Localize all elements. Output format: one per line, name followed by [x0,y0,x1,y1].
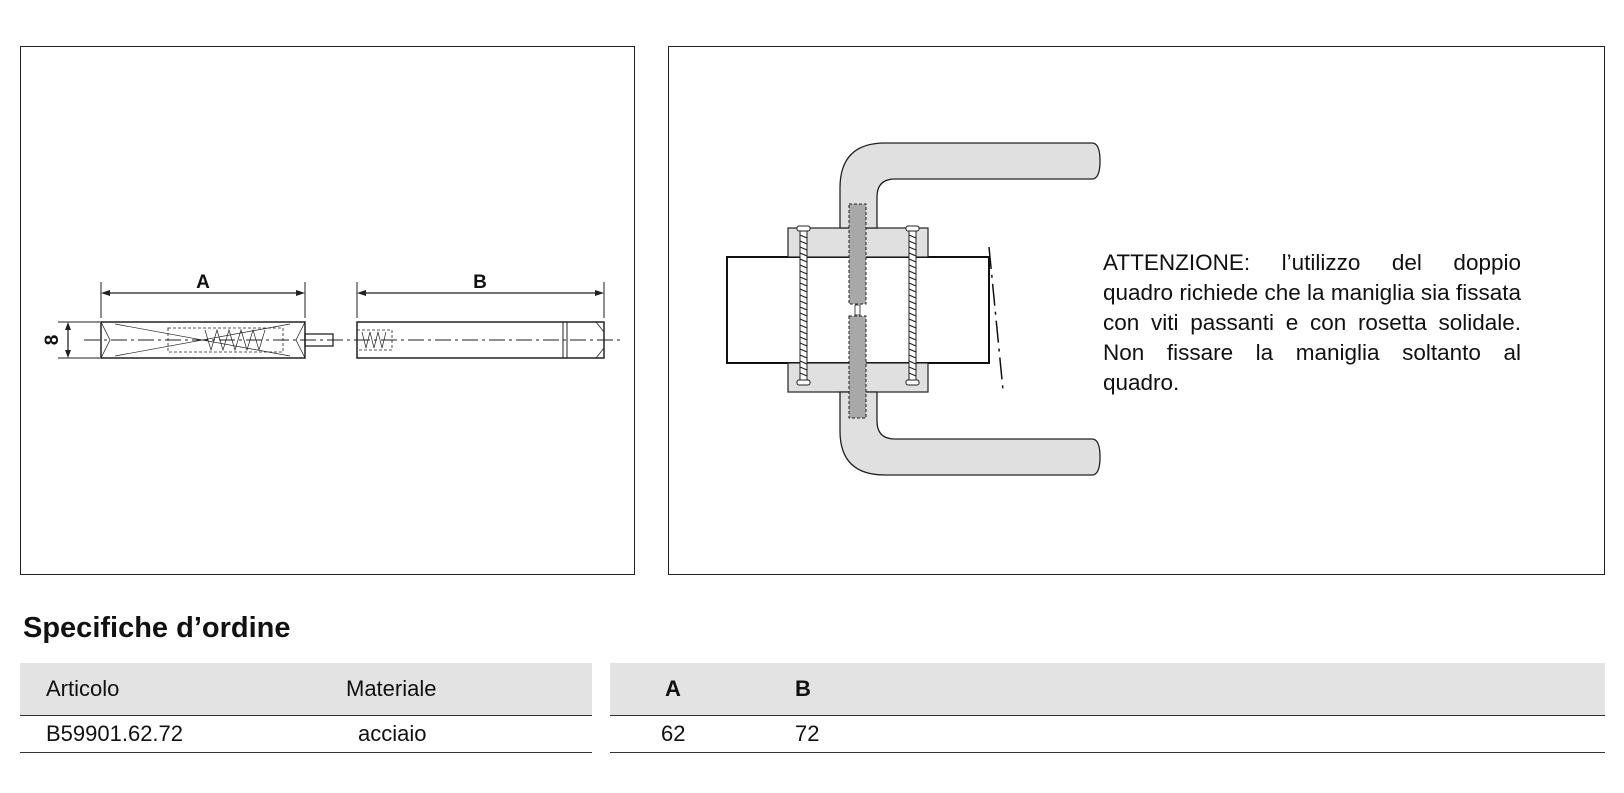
dimension-b-label: B [473,272,487,293]
header-b: B [795,675,811,701]
header-articolo: Articolo [46,675,120,701]
dimension-8-label: 8 [42,335,63,346]
technical-drawings: A B 8 [42,142,1101,476]
header-materiale: Materiale [346,675,437,701]
order-specs-title: Specifiche d’ordine [23,612,291,644]
table-row: 62 72 [610,715,1605,752]
cell-a: 62 [661,720,686,746]
warning-text: ATTENZIONE: l’utilizzo del doppio quadro… [1103,250,1521,395]
drawing-panel-spindle [20,46,635,575]
table-header-row: A B [610,663,1605,715]
spindle-drawing [58,282,620,359]
header-a: A [665,675,681,701]
cell-articolo: B59901.62.72 [46,720,184,746]
handle-assembly-drawing [726,142,1101,476]
drawing-panel-handle [668,46,1605,575]
dimension-a-label: A [196,272,210,293]
cell-materiale: acciaio [358,720,427,746]
order-table-left: Articolo Materiale B59901.62.72 acciaio [20,663,592,753]
table-row: B59901.62.72 acciaio [20,715,592,752]
order-table-right: A B 62 72 [610,663,1605,753]
table-header-row: Articolo Materiale [20,663,592,715]
cell-b: 72 [795,720,820,746]
